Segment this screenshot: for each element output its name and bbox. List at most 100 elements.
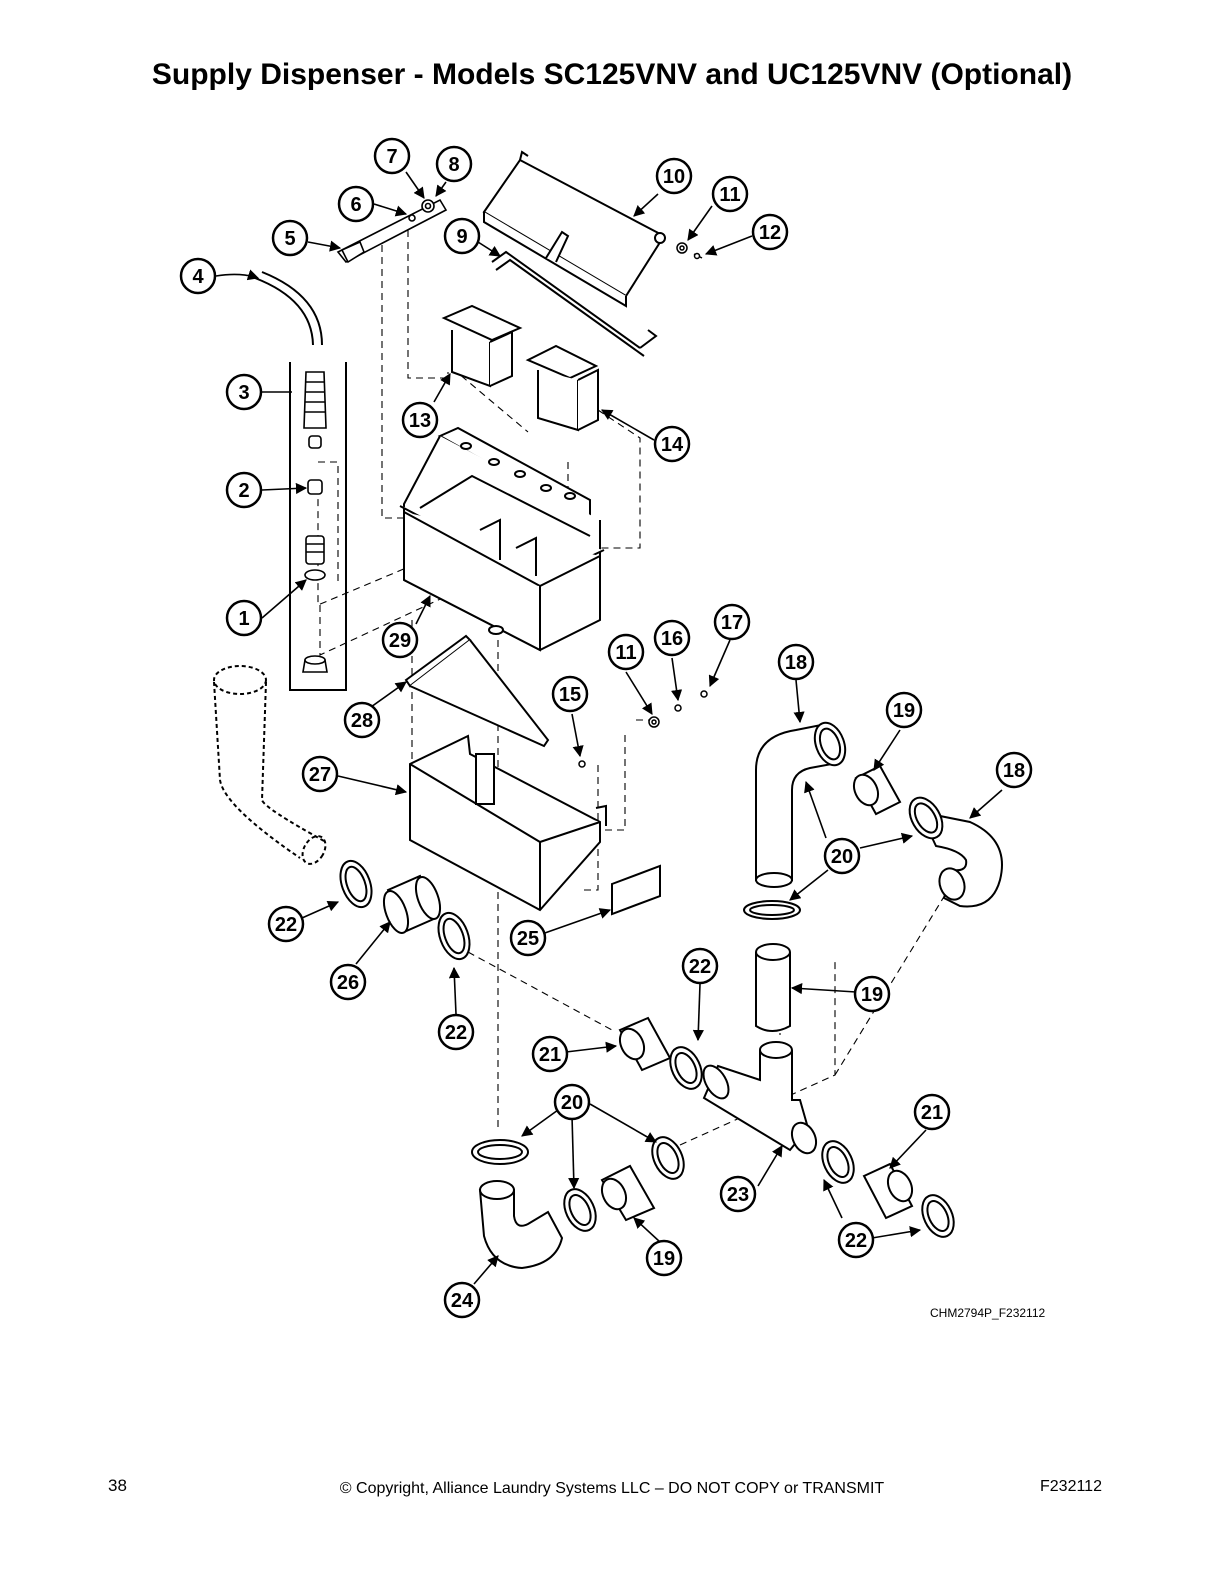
label-part-25 [611,864,661,916]
svg-text:5: 5 [284,228,295,250]
svg-text:10: 10 [663,166,685,188]
svg-text:18: 18 [1003,760,1025,782]
callout-22-bottom-right: 22 [837,1221,875,1259]
svg-text:23: 23 [727,1184,749,1206]
svg-text:22: 22 [845,1230,867,1252]
callout-17: 17 [713,603,751,641]
callout-20-bottom: 20 [553,1083,591,1121]
svg-text:14: 14 [661,434,684,456]
callout-19-vertical: 19 [853,975,891,1013]
dispenser-body-part-29 [399,426,605,652]
bar-part-28 [404,634,550,748]
svg-text:25: 25 [517,928,539,950]
svg-text:2: 2 [238,480,249,502]
callout-21-left: 21 [531,1035,569,1073]
document-id: F232112 [1040,1478,1102,1495]
insert-part-13 [441,304,523,388]
page-title: Supply Dispenser - Models SC125VNV and U… [151,58,1073,91]
elbow-hose-part-24 [478,1180,564,1270]
svg-text:19: 19 [653,1248,675,1270]
callout-8: 8 [435,145,473,183]
callout-18-right: 18 [995,751,1033,789]
fitting-part-3 [303,371,327,449]
bracket-part-5-8 [336,198,448,264]
valve-part-1 [302,535,328,673]
svg-text:19: 19 [861,984,883,1006]
callout-15: 15 [551,675,589,713]
callout-12: 12 [751,213,789,251]
svg-text:21: 21 [921,1102,943,1124]
callout-19-upper: 19 [885,691,923,729]
callout-22-below: 22 [437,1013,475,1051]
mounting-box-part-27 [409,734,607,912]
callout-3: 3 [225,373,263,411]
svg-text:8: 8 [448,154,459,176]
callout-21-right: 21 [913,1093,951,1131]
svg-text:4: 4 [192,266,204,288]
svg-text:12: 12 [759,222,781,244]
tee-fitting-part-23 [702,1041,818,1155]
callout-20-mid: 20 [823,837,861,875]
callout-24: 24 [443,1281,481,1319]
callout-leaders [215,171,1003,1285]
callout-11: 11 [711,175,749,213]
callout-29: 29 [381,621,419,659]
svg-text:22: 22 [689,956,711,978]
svg-text:27: 27 [309,764,331,786]
drain-hose-left [213,665,327,865]
elbow-hose-part-18-right [908,796,1003,908]
callout-19-bottom: 19 [645,1239,683,1277]
svg-text:3: 3 [238,382,249,404]
svg-text:24: 24 [451,1290,474,1312]
svg-text:28: 28 [351,710,373,732]
svg-text:11: 11 [719,184,740,206]
clamp-part-20-mid [743,900,801,920]
svg-text:11: 11 [615,642,636,664]
valve-assembly-frame [289,362,347,691]
insert-part-14 [525,344,599,432]
svg-text:29: 29 [389,630,411,652]
rod-part-9 [491,250,658,357]
lid-part-10 [482,150,666,308]
callout-22-center: 22 [681,947,719,985]
callout-23: 23 [719,1175,757,1213]
callout-11-lower: 11 [607,633,645,671]
tube-part-4 [254,271,323,346]
callout-14: 14 [653,425,691,463]
coupling-clamp-21-22-left [618,1016,703,1090]
callout-10: 10 [655,157,693,195]
svg-text:15: 15 [559,684,581,706]
clamps-22-coupling-26 [339,859,471,961]
plug-part-2 [307,479,323,495]
clamp-coupling-20-19-bottom [563,1136,685,1232]
coupling-part-19-vertical [755,943,791,1032]
callout-5: 5 [271,219,309,257]
callout-1: 1 [225,599,263,637]
svg-text:22: 22 [445,1022,467,1044]
coupling-part-19-upper [852,764,902,816]
svg-text:16: 16 [661,628,683,650]
svg-text:9: 9 [456,226,467,248]
callout-26: 26 [329,963,367,1001]
svg-text:17: 17 [721,612,743,634]
callout-28: 28 [343,701,381,739]
svg-text:20: 20 [831,846,853,868]
svg-text:18: 18 [785,652,807,674]
svg-text:26: 26 [337,972,359,994]
copyright-notice: © Copyright, Alliance Laundry Systems LL… [339,1480,885,1497]
figure-id: CHM2794P_F232112 [930,1306,1046,1320]
svg-text:22: 22 [275,914,297,936]
svg-text:13: 13 [409,410,431,432]
callout-6: 6 [337,185,375,223]
callout-22-left: 22 [267,905,305,943]
page-number: 38 [108,1476,127,1495]
elbow-hose-part-18-upper [755,721,847,888]
svg-text:6: 6 [350,194,361,216]
svg-text:7: 7 [386,146,397,168]
callout-7: 7 [373,137,411,175]
clamp-part-20-bottom-left [471,1139,529,1165]
callout-18-upper: 18 [777,643,815,681]
washers-11-16-17 [648,690,708,728]
callout-2: 2 [225,471,263,509]
